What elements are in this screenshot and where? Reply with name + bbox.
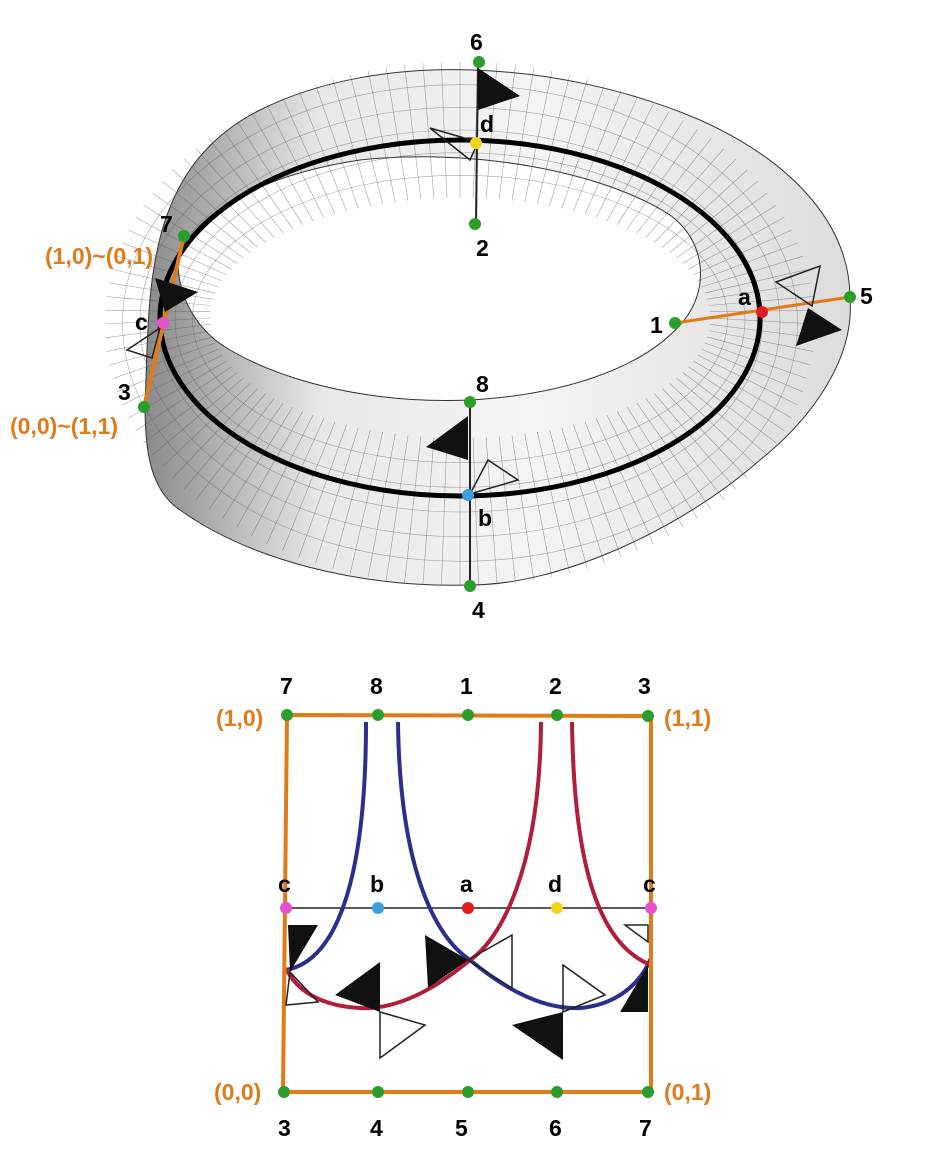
sq-point-c-left: [280, 902, 292, 914]
point-3: [138, 401, 150, 413]
sq-bottom-number: 6: [549, 1115, 562, 1141]
crimson-curve-right: [570, 721, 652, 967]
sq-top-number: 8: [370, 673, 383, 699]
sq-top-number: 2: [549, 673, 562, 699]
label-c: c: [135, 309, 148, 335]
sq-top-number: 7: [280, 673, 293, 699]
triangle-filled-icon: [478, 68, 520, 110]
navy-curve-right: [396, 721, 653, 1011]
point-d: [470, 137, 482, 149]
point-7: [178, 230, 190, 242]
sq-bottom-number: 3: [278, 1115, 291, 1141]
sq-top-number: 3: [638, 673, 651, 699]
label-5: 5: [860, 283, 873, 309]
label-2: 2: [476, 235, 489, 261]
sq-top-number: 1: [460, 673, 473, 699]
sq-bottom-number: 4: [370, 1115, 383, 1141]
label-corner-bottom: (0,0)~(1,1): [10, 413, 118, 439]
triangle-filled-icon: [335, 962, 380, 1012]
sq-point-bottom-5: [462, 1086, 474, 1098]
sq-point-top-2: [551, 709, 563, 721]
sq-corner-bottom-right: (0,1): [664, 1079, 711, 1105]
point-c: [157, 317, 169, 329]
crimson-curve-left: [284, 721, 543, 1011]
sq-bottom-number: 5: [455, 1115, 468, 1141]
sq-point-top-7: [281, 709, 293, 721]
sq-mid-letter: c: [643, 871, 656, 897]
triangle-outline-icon: [125, 326, 162, 359]
point-a: [756, 306, 768, 318]
label-d: d: [480, 111, 494, 137]
square-diagram: (1,0) (1,1) (0,0) (0,1) 7 8 1 2 3 c b a …: [214, 673, 711, 1141]
triangle-outline-icon: [379, 1011, 427, 1060]
label-4: 4: [472, 597, 485, 623]
point-4: [464, 580, 476, 592]
sq-point-top-3: [642, 710, 654, 722]
label-b: b: [478, 505, 492, 531]
sq-point-d: [551, 902, 563, 914]
sq-mid-letter: a: [460, 871, 473, 897]
sq-point-top-1: [462, 709, 474, 721]
sq-point-bottom-3: [278, 1086, 290, 1098]
triangle-outline-icon: [562, 963, 607, 1014]
triangle-filled-icon: [425, 935, 468, 988]
label-8: 8: [476, 371, 489, 397]
label-corner-top: (1,0)~(0,1): [45, 243, 153, 269]
point-8: [464, 396, 476, 408]
point-2: [469, 218, 481, 230]
sq-point-c-right: [645, 902, 657, 914]
sq-point-b: [372, 902, 384, 914]
sq-mid-letter: d: [548, 871, 562, 897]
sq-point-bottom-7: [642, 1086, 654, 1098]
sq-bottom-number: 7: [639, 1115, 652, 1141]
label-6: 6: [470, 29, 483, 55]
triangle-filled-icon: [288, 925, 318, 972]
sq-point-bottom-6: [551, 1086, 563, 1098]
sq-point-bottom-4: [372, 1086, 384, 1098]
sq-corner-top-left: (1,0): [216, 705, 263, 731]
label-3: 3: [118, 379, 131, 405]
band-grid-ring: [139, 107, 781, 537]
triangle-outline-icon: [622, 924, 649, 944]
triangle-outline-icon: [466, 933, 513, 990]
mobius-band: 6 d 2 7 (1,0)~(0,1) c 3 (0,0)~(1,1) 1 a …: [10, 29, 873, 623]
triangle-filled-icon: [426, 416, 468, 460]
label-1: 1: [650, 312, 663, 338]
point-1: [669, 317, 681, 329]
label-a: a: [738, 284, 751, 310]
point-6: [473, 56, 485, 68]
triangle-filled-icon: [620, 965, 648, 1012]
triangle-outline-icon: [429, 127, 480, 162]
triangle-filled-icon: [155, 278, 198, 312]
label-7: 7: [160, 211, 173, 237]
sq-corner-bottom-left: (0,0): [214, 1079, 261, 1105]
band-grid-ring: [192, 175, 728, 463]
point-5: [844, 291, 856, 303]
sq-mid-letter: b: [370, 871, 384, 897]
triangle-outline-icon: [285, 970, 320, 1006]
sq-point-top-8: [372, 709, 384, 721]
triangle-filled-icon: [796, 308, 842, 346]
triangle-outline-icon: [774, 264, 821, 308]
sq-point-a: [462, 902, 474, 914]
navy-curve-left: [285, 721, 368, 972]
band-grid-ring: [122, 84, 798, 562]
triangle-filled-icon: [512, 1012, 563, 1060]
sq-corner-top-right: (1,1): [664, 705, 711, 731]
sq-mid-letter: c: [278, 871, 291, 897]
triangle-outline-icon: [468, 458, 520, 496]
point-b: [462, 489, 474, 501]
